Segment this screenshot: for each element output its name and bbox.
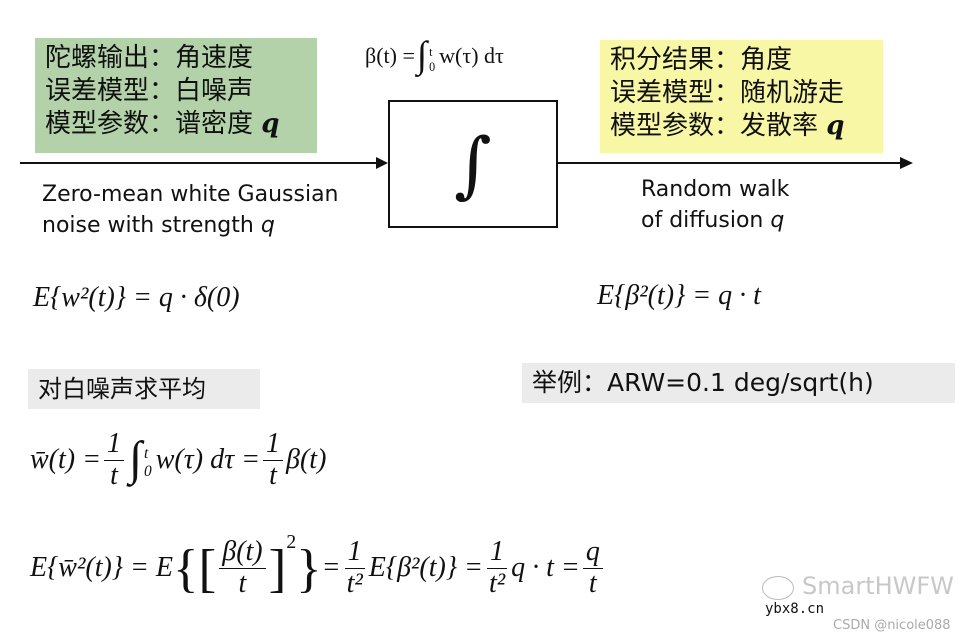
result-line-2: 误差模型：随机游走 <box>610 78 845 108</box>
gyro-line-3-row: 模型参数：谱密度 q <box>45 108 317 141</box>
denominator: t <box>110 459 118 491</box>
beta-over-t: β(t)t <box>219 536 266 600</box>
gyro-line-1: 陀螺输出：角速度 <box>45 43 254 73</box>
bracket-open: [ <box>198 538 217 598</box>
watermark-site: ybx8.cn <box>765 601 825 617</box>
input-label-line-2-row: noise with strength q <box>42 210 339 241</box>
gyro-line-3: 模型参数：谱密度 <box>45 109 254 139</box>
var-part-4: q · t = <box>511 552 580 583</box>
denominator: t² <box>488 567 506 599</box>
white-noise-expectation: E{w²(t)} = q · δ(0) <box>33 282 240 313</box>
input-label: Zero-mean white Gaussian noise with stre… <box>42 179 339 241</box>
input-label-line-1: Zero-mean white Gaussian <box>42 182 339 207</box>
formula-rhs: w(τ) dτ <box>439 43 504 68</box>
var-part-2: = <box>321 552 341 583</box>
input-label-line-2: noise with strength <box>42 213 261 238</box>
output-label-line-1: Random walk <box>641 177 790 202</box>
denominator: t² <box>346 567 363 599</box>
avg-mid: w(τ) dτ = <box>155 444 261 475</box>
input-arrow-line <box>20 162 380 164</box>
random-walk-expectation: E{β²(t)} = q · t <box>597 280 761 311</box>
gyro-line-2: 误差模型：白噪声 <box>45 76 254 106</box>
output-arrow-line <box>558 162 903 164</box>
numerator: 1 <box>263 428 284 461</box>
numerator: 1 <box>344 536 365 569</box>
input-arrowhead-icon <box>376 157 388 169</box>
denominator: t <box>588 567 597 599</box>
var-part-3: E{β²(t)} = <box>368 552 483 583</box>
integrator-block: ∫ <box>388 100 558 228</box>
avg-lhs: w̄(t) = <box>30 444 101 475</box>
result-line-1: 积分结果：角度 <box>610 45 793 75</box>
wechat-icon <box>762 576 794 600</box>
output-label-line-2-row: of diffusion q <box>641 205 789 236</box>
result-line-3-row: 模型参数：发散率 q <box>610 110 883 143</box>
integral-sign: ∫ <box>129 433 143 486</box>
numerator: 1 <box>104 428 124 461</box>
result-param: q <box>826 111 845 141</box>
denominator: t <box>269 459 277 491</box>
integral-sign: ∫ <box>416 35 428 77</box>
output-label-line-2: of diffusion <box>641 208 771 233</box>
output-label: Random walk of diffusion q <box>641 174 789 236</box>
brace-close: } <box>296 538 322 598</box>
integral-result-box: 积分结果：角度 误差模型：随机游走 模型参数：发散率 q <box>600 40 883 153</box>
upper-limit: t <box>429 44 433 59</box>
var-part-1: E{w̄²(t)} = E <box>30 552 173 583</box>
numerator: q <box>582 536 603 569</box>
avg-rhs: β(t) <box>286 444 327 475</box>
numerator: 1 <box>487 536 508 569</box>
bracket-close: ] <box>268 538 287 598</box>
lower-limit: 0 <box>144 463 152 481</box>
square-exponent: 2 <box>286 532 297 553</box>
averaging-heading: 对白噪声求平均 <box>28 369 260 409</box>
brace-open: { <box>173 538 199 598</box>
watermark-brand: SmartHWFW <box>802 572 954 600</box>
integral-icon: ∫ <box>454 122 492 206</box>
numerator: β(t) <box>219 536 266 569</box>
input-q: q <box>260 213 275 238</box>
formula-lhs: β(t) = <box>365 43 415 68</box>
output-arrowhead-icon <box>900 157 913 169</box>
output-q: q <box>770 208 785 233</box>
gyro-param: q <box>261 109 280 139</box>
example-box: 举例：ARW=0.1 deg/sqrt(h) <box>522 363 955 403</box>
gyro-output-box: 陀螺输出：角速度 误差模型：白噪声 模型参数：谱密度 q <box>35 38 317 153</box>
denominator: t <box>238 567 247 599</box>
watermark-credit: CSDN @nicole088 <box>833 618 951 633</box>
lower-limit: 0 <box>429 59 436 74</box>
upper-limit: t <box>144 445 149 463</box>
result-line-3: 模型参数：发散率 <box>610 111 819 141</box>
